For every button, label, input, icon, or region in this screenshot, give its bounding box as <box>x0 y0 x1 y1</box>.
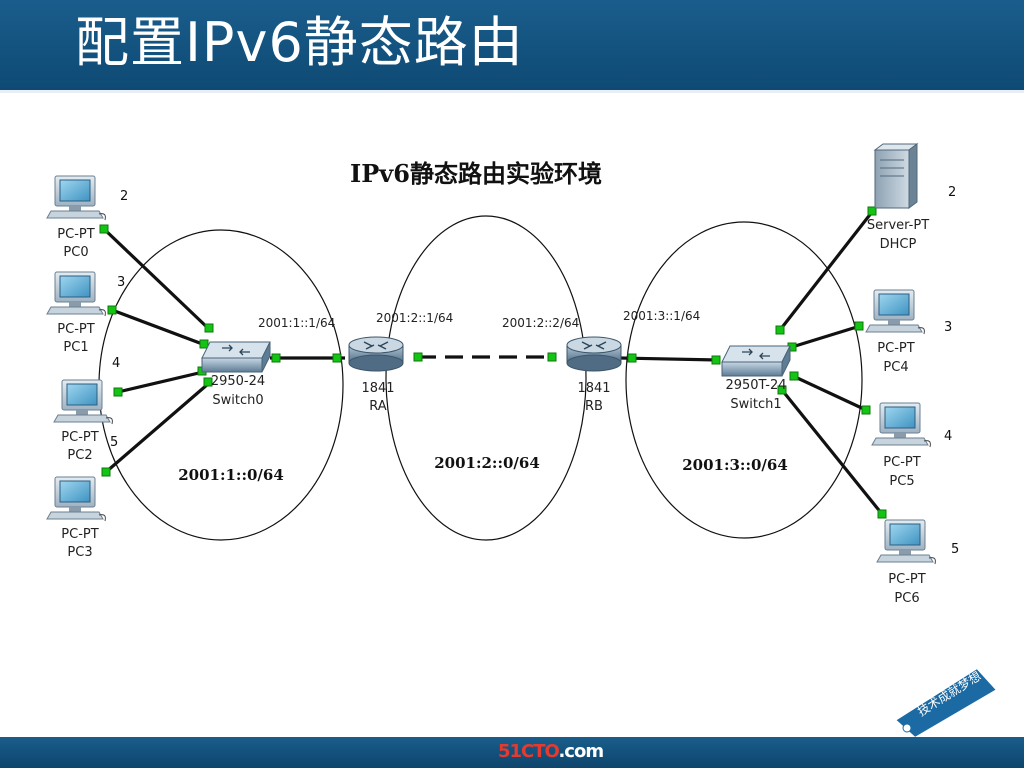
link-light <box>101 467 111 477</box>
server-icon[interactable] <box>873 143 919 209</box>
link-light <box>711 355 721 365</box>
link-light <box>547 352 557 362</box>
ra-left-interface-address: 2001:1::1/64 <box>258 316 335 330</box>
pc0-name-label: PC0 <box>63 245 88 260</box>
pc5-type-label: PC-PT <box>883 455 920 470</box>
link-light <box>777 385 787 395</box>
switch0-icon[interactable] <box>201 341 271 373</box>
slogan-badge <box>895 668 999 738</box>
pc2-name-label: PC2 <box>67 448 92 463</box>
diagram-title: IPv6静态路由实验环境 <box>350 159 602 188</box>
switch1-name-label: Switch1 <box>730 397 781 412</box>
link-lights <box>99 206 887 519</box>
router-rb-icon[interactable] <box>566 336 622 372</box>
pc2-icon[interactable] <box>53 379 113 425</box>
pc1-type-label: PC-PT <box>57 322 94 337</box>
cable-pc1-switch0 <box>111 308 206 347</box>
link-light <box>204 323 214 333</box>
logo-main: 51CTO <box>498 741 559 762</box>
pc6-name-label: PC6 <box>894 591 919 606</box>
link-light <box>775 325 785 335</box>
rb-right-interface-address: 2001:3::1/64 <box>623 309 700 323</box>
rb-model-label: 1841 <box>577 381 610 396</box>
server-port-number: 2 <box>948 185 956 200</box>
pc1-port-number: 3 <box>117 275 125 290</box>
site-logo[interactable]: 51CTO.com <box>498 741 604 762</box>
pc5-name-label: PC5 <box>889 474 914 489</box>
network-ellipse-2 <box>385 215 587 541</box>
cable-switch1-server <box>778 211 874 331</box>
pc3-name-label: PC3 <box>67 545 92 560</box>
pc3-icon[interactable] <box>46 476 106 522</box>
server-type-label: Server-PT <box>867 218 929 233</box>
pc0-type-label: PC-PT <box>57 227 94 242</box>
cable-pc2-switch0 <box>117 370 204 394</box>
link-light <box>199 339 209 349</box>
pc4-name-label: PC4 <box>883 360 908 375</box>
cable-pc0-switch0 <box>102 227 212 332</box>
pc6-type-label: PC-PT <box>888 572 925 587</box>
link-light <box>113 387 123 397</box>
pc4-type-label: PC-PT <box>877 341 914 356</box>
link-light <box>877 509 887 519</box>
link-light <box>627 353 637 363</box>
server-name-label: DHCP <box>880 237 917 252</box>
pc1-name-label: PC1 <box>63 340 88 355</box>
cable-switch1-pc4 <box>791 324 861 349</box>
link-light <box>867 206 877 216</box>
pc3-type-label: PC-PT <box>61 527 98 542</box>
pc1-icon[interactable] <box>46 271 106 317</box>
link-light <box>99 224 109 234</box>
ra-model-label: 1841 <box>361 381 394 396</box>
network-ellipse-3 <box>625 221 863 539</box>
pc5-icon[interactable] <box>871 402 931 448</box>
network-label-3: 2001:3::0/64 <box>682 456 788 474</box>
switch0-name-label: Switch0 <box>212 393 263 408</box>
switch1-model-label: 2950T-24 <box>725 378 786 393</box>
link-light <box>107 305 117 315</box>
link-light <box>203 377 213 387</box>
footer-bar: 51CTO.com <box>0 737 1024 768</box>
ra-name-label: RA <box>369 399 387 414</box>
pc4-port-number: 3 <box>944 320 952 335</box>
switch0-model-label: 2950-24 <box>211 374 265 389</box>
cable-switch1-pc5 <box>792 374 867 412</box>
rb-left-interface-address: 2001:2::2/64 <box>502 316 579 330</box>
link-light <box>854 321 864 331</box>
pc6-port-number: 5 <box>951 542 959 557</box>
pc4-icon[interactable] <box>865 289 925 335</box>
router-ra-icon[interactable] <box>348 336 404 372</box>
rb-name-label: RB <box>585 399 603 414</box>
link-light <box>332 353 342 363</box>
pc2-type-label: PC-PT <box>61 430 98 445</box>
pc0-port-number: 2 <box>120 189 128 204</box>
link-light <box>789 371 799 381</box>
network-label-1: 2001:1::0/64 <box>178 466 284 484</box>
cable-pc3-switch0 <box>104 382 210 474</box>
ra-right-interface-address: 2001:2::1/64 <box>376 311 453 325</box>
link-light <box>271 353 281 363</box>
pc5-port-number: 4 <box>944 429 952 444</box>
pc0-icon[interactable] <box>46 175 106 221</box>
link-light <box>861 405 871 415</box>
cable-switch1-pc6 <box>780 388 884 516</box>
pc3-port-number: 5 <box>110 435 118 450</box>
title-bar: 配置IPv6静态路由 <box>0 0 1024 93</box>
pc2-port-number: 4 <box>112 356 120 371</box>
switch1-icon[interactable] <box>721 345 791 377</box>
logo-suffix: .com <box>558 741 604 762</box>
pc6-icon[interactable] <box>876 519 936 565</box>
network-label-2: 2001:2::0/64 <box>434 454 540 472</box>
slide-title: 配置IPv6静态路由 <box>75 11 524 74</box>
link-light <box>413 352 423 362</box>
